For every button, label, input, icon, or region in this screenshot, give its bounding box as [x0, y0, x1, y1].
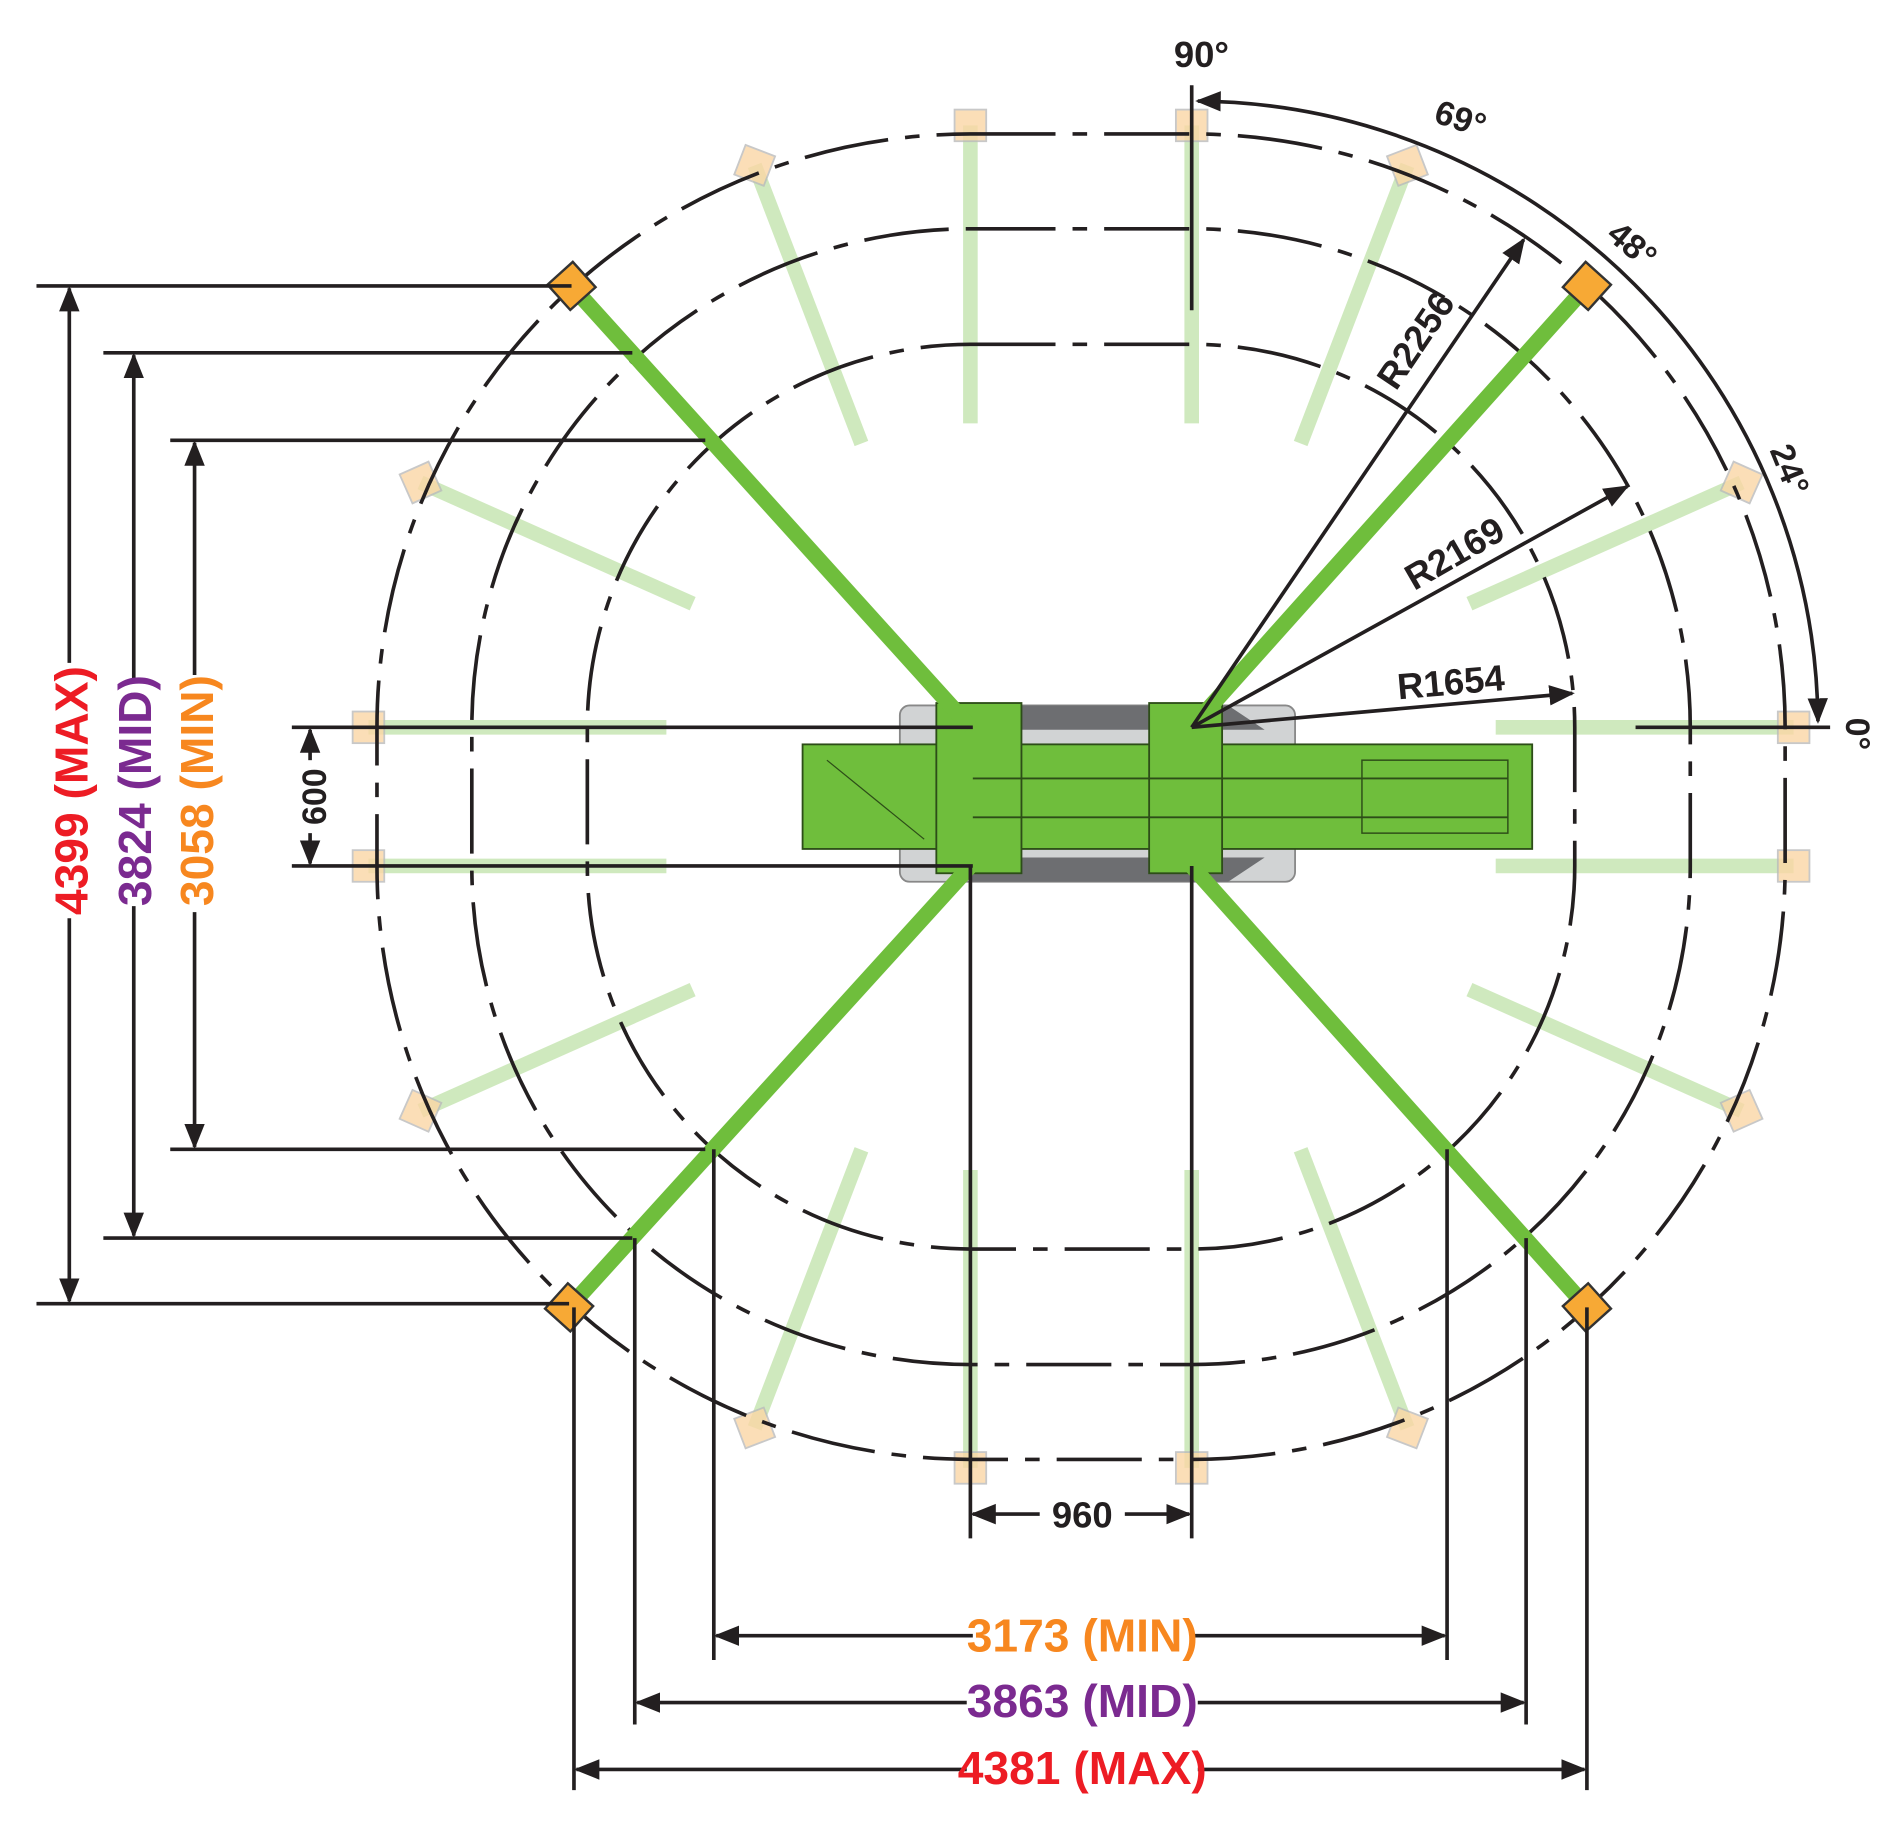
outrigger-rear-left: [563, 860, 977, 1313]
ghost-outrigger: [1293, 1147, 1415, 1431]
angle-label-90: 90°: [1174, 34, 1229, 75]
ghost-outrigger: [1466, 982, 1745, 1118]
svg-text:3863 (MID): 3863 (MID): [967, 1675, 1198, 1727]
ghost-outrigger-pad: [398, 460, 443, 505]
dim-3863-value: 3863: [967, 1675, 1070, 1727]
angle-label-48: 48°: [1600, 214, 1664, 276]
svg-text:4381 (MAX): 4381 (MAX): [958, 1742, 1207, 1794]
angle-label-0: 0°: [1838, 718, 1876, 751]
rear-pivot-block: [935, 702, 1023, 875]
outrigger-pad: [543, 1281, 595, 1334]
svg-text:4399 (MAX): 4399 (MAX): [46, 666, 98, 915]
outrigger-front-left: [565, 280, 977, 733]
ghost-outrigger-pad: [953, 108, 988, 143]
front-pivot-block: [1148, 702, 1224, 875]
crane-body: [801, 702, 1534, 883]
dim-600: 600: [296, 768, 334, 825]
angle-label-69: 69°: [1430, 93, 1491, 145]
dim-3824-value: 3824: [109, 803, 161, 906]
dim-3824-tag: (MID): [109, 675, 161, 790]
dim-4381-tag: (MAX): [1073, 1742, 1206, 1794]
dim-3058-value: 3058: [171, 803, 223, 906]
ghost-outrigger-pad: [1385, 1406, 1430, 1450]
svg-text:3173 (MIN): 3173 (MIN): [967, 1610, 1198, 1662]
horizontal-dimensions: 960 3173 (MIN) 3863 (MID) 4381 (MAX): [572, 865, 1589, 1794]
ghost-outrigger-pad: [398, 1088, 443, 1133]
vertical-dimensions: 4399 (MAX) 3824 (MID) 3058 (MIN) 600: [36, 284, 973, 1306]
radius-label-1654: R1654: [1396, 657, 1507, 707]
ghost-outrigger: [417, 982, 696, 1118]
ghost-outrigger-pad: [733, 1406, 777, 1450]
dim-4399-tag: (MAX): [46, 666, 98, 799]
dim-4381-value: 4381: [958, 1742, 1061, 1794]
radius-label-2256: R2256: [1369, 284, 1463, 396]
ghost-outrigger-pad: [1719, 1088, 1764, 1133]
dim-3058-tag: (MIN): [171, 675, 223, 790]
dim-960: 960: [1052, 1494, 1113, 1535]
dim-4399-value: 4399: [46, 812, 98, 915]
svg-text:3824 (MID): 3824 (MID): [109, 675, 161, 906]
ghost-outrigger-pad: [1776, 849, 1811, 883]
ghost-outrigger: [417, 475, 696, 611]
ghost-outrigger-pad: [733, 143, 777, 187]
dim-3173-value: 3173: [967, 1610, 1070, 1662]
ghost-outrigger: [747, 162, 869, 447]
dim-3863-tag: (MID): [1082, 1675, 1197, 1727]
svg-text:3058 (MIN): 3058 (MIN): [171, 675, 223, 906]
reach-envelope: [585, 342, 1577, 1251]
ghost-outrigger: [747, 1147, 869, 1431]
dim-3173-tag: (MIN): [1082, 1610, 1197, 1662]
outrigger-rear-right: [1185, 860, 1593, 1313]
